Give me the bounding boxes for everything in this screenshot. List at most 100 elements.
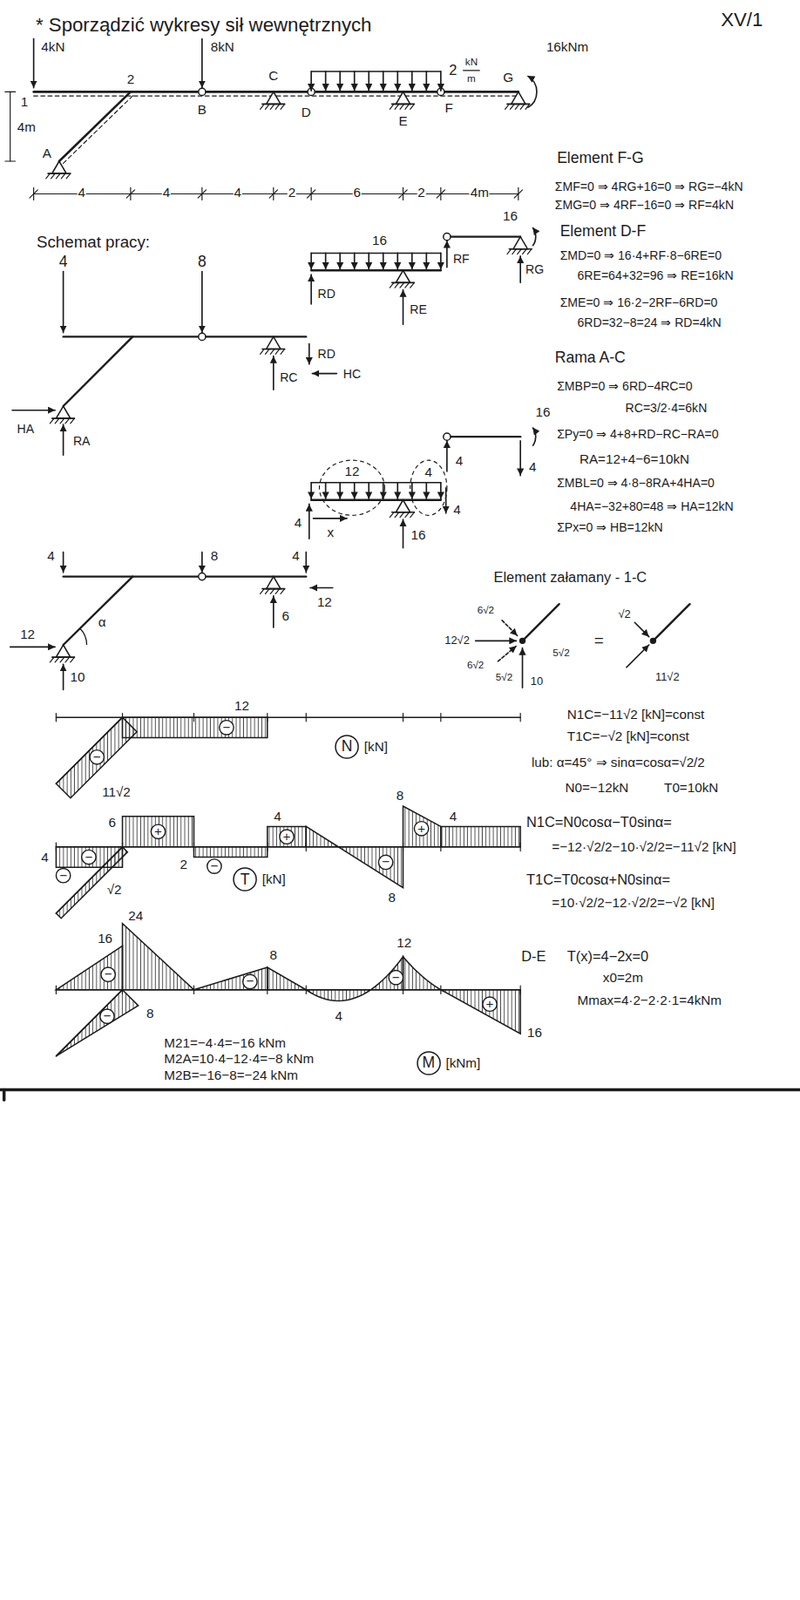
diagram-area xyxy=(267,967,306,990)
diagram-value: 2 xyxy=(179,856,189,873)
force-arrow xyxy=(446,440,448,472)
member-line xyxy=(275,348,280,354)
force-arrow xyxy=(310,482,312,500)
force-label: 12 xyxy=(343,463,360,480)
force-label: 4 xyxy=(528,460,537,476)
sign-symbol: − xyxy=(381,855,390,869)
equation-text: M2B=−16−8=−24 kNm xyxy=(162,1067,299,1084)
member-line xyxy=(270,103,275,109)
equation-text: N0=−12kN xyxy=(564,779,631,796)
force-label: 16 xyxy=(534,404,551,421)
force-arrow xyxy=(501,620,518,637)
force-arrow xyxy=(353,252,356,270)
moment-arrow xyxy=(532,427,536,447)
member-line xyxy=(63,335,307,338)
support-symbol xyxy=(395,500,410,513)
member-line xyxy=(522,249,528,255)
diagram-value: 4 xyxy=(40,849,49,866)
member-line xyxy=(275,589,280,595)
force-arrow xyxy=(396,482,399,500)
equation-text: ΣMBL=0 ⇒ 4·8−8RA+4HA=0 xyxy=(555,475,716,490)
structure-label: 4kN xyxy=(40,39,66,55)
member-line xyxy=(512,249,517,255)
diagram-value: 8 xyxy=(395,788,405,805)
member-line xyxy=(505,103,510,109)
force-arrow xyxy=(411,71,414,91)
diagram-symbol-circle: N xyxy=(334,734,360,760)
sign-circle xyxy=(101,967,116,982)
equation-text: lub: α=45° ⇒ sinα=cosα=√2/2 xyxy=(530,754,706,771)
force-arrow xyxy=(338,482,341,500)
member-line xyxy=(29,189,38,198)
force-arrow xyxy=(367,252,370,270)
force-arrow xyxy=(33,38,35,88)
force-arrow xyxy=(440,482,442,500)
force-arrow xyxy=(396,252,399,270)
force-label: α xyxy=(97,615,108,631)
dimension-label: 4 xyxy=(76,185,86,202)
diagram-symbol-circle: M xyxy=(416,1050,441,1076)
structure-label: 8kN xyxy=(210,39,236,55)
force-arrow xyxy=(411,482,414,500)
dimension-label: 4m xyxy=(469,185,490,202)
sign-circle xyxy=(243,974,258,989)
force-label: 10 xyxy=(529,675,544,689)
member-line xyxy=(270,589,275,595)
force-label: x xyxy=(326,524,336,541)
equation-text: ΣMD=0 ⇒ 16·4+RF·8−6RE=0 xyxy=(559,248,723,263)
force-label: RA xyxy=(72,433,92,448)
force-label: HC xyxy=(342,366,362,380)
member-line xyxy=(305,712,307,721)
force-label: 16 xyxy=(410,527,428,543)
support-symbol xyxy=(395,270,410,283)
sign-circle xyxy=(219,720,234,735)
moment-arrow xyxy=(532,227,536,246)
sign-symbol: − xyxy=(222,720,231,734)
force-label: RF xyxy=(452,251,471,266)
force-label: 12√2 xyxy=(443,634,471,648)
structure-label: 4m xyxy=(16,120,37,136)
member-line xyxy=(55,173,61,179)
sign-circle xyxy=(388,970,403,985)
structure-label: m xyxy=(466,72,477,84)
force-label: 12 xyxy=(316,594,333,611)
sign-symbol: − xyxy=(93,750,102,764)
member-line xyxy=(2,1090,7,1101)
support-symbol xyxy=(52,161,67,174)
equation-text: N1C=−11√2 [kN]=const xyxy=(566,706,706,723)
force-arrow xyxy=(201,38,204,88)
force-arrow xyxy=(325,252,327,270)
equation-text: 6RE=64+32=96 ⇒ RE=16kN xyxy=(576,268,735,283)
diagram-value: 6 xyxy=(108,814,117,831)
equation-text: =10·√2/2−12·√2/2=−√2 [kN] xyxy=(550,895,716,912)
equation-text: 4HA=−32+80=48 ⇒ HA=12kN xyxy=(569,499,734,514)
force-arrow xyxy=(201,271,204,333)
force-label: RE xyxy=(408,302,428,317)
force-arrow xyxy=(446,240,448,267)
support-symbol xyxy=(395,91,410,104)
diagram-area xyxy=(305,826,339,847)
member-line xyxy=(410,512,415,518)
member-line xyxy=(49,418,55,424)
force-label: 12 xyxy=(19,627,36,644)
force-arrow xyxy=(272,596,275,628)
hinge-symbol xyxy=(650,637,656,644)
circle-shape xyxy=(417,1051,441,1075)
member-line xyxy=(5,160,16,162)
force-arrow xyxy=(338,252,341,270)
member-line xyxy=(410,282,415,288)
sign-circle xyxy=(482,996,497,1011)
member-line xyxy=(394,512,400,518)
dimension-label: 4 xyxy=(162,185,171,202)
force-arrow xyxy=(305,551,307,572)
diagram-value: √2 xyxy=(106,881,123,898)
member-line xyxy=(463,69,481,71)
member-line xyxy=(5,91,16,93)
equation-text: ΣMG=0 ⇒ 4RF−16=0 ⇒ RF=4kN xyxy=(554,197,735,212)
sign-circle xyxy=(413,821,428,836)
member-line xyxy=(70,418,75,424)
member-line xyxy=(520,103,525,109)
equation-text: ΣPy=0 ⇒ 4+8+RD−RC−RA=0 xyxy=(555,427,719,441)
diagram-area xyxy=(122,717,268,738)
diagram-area xyxy=(55,989,138,1057)
